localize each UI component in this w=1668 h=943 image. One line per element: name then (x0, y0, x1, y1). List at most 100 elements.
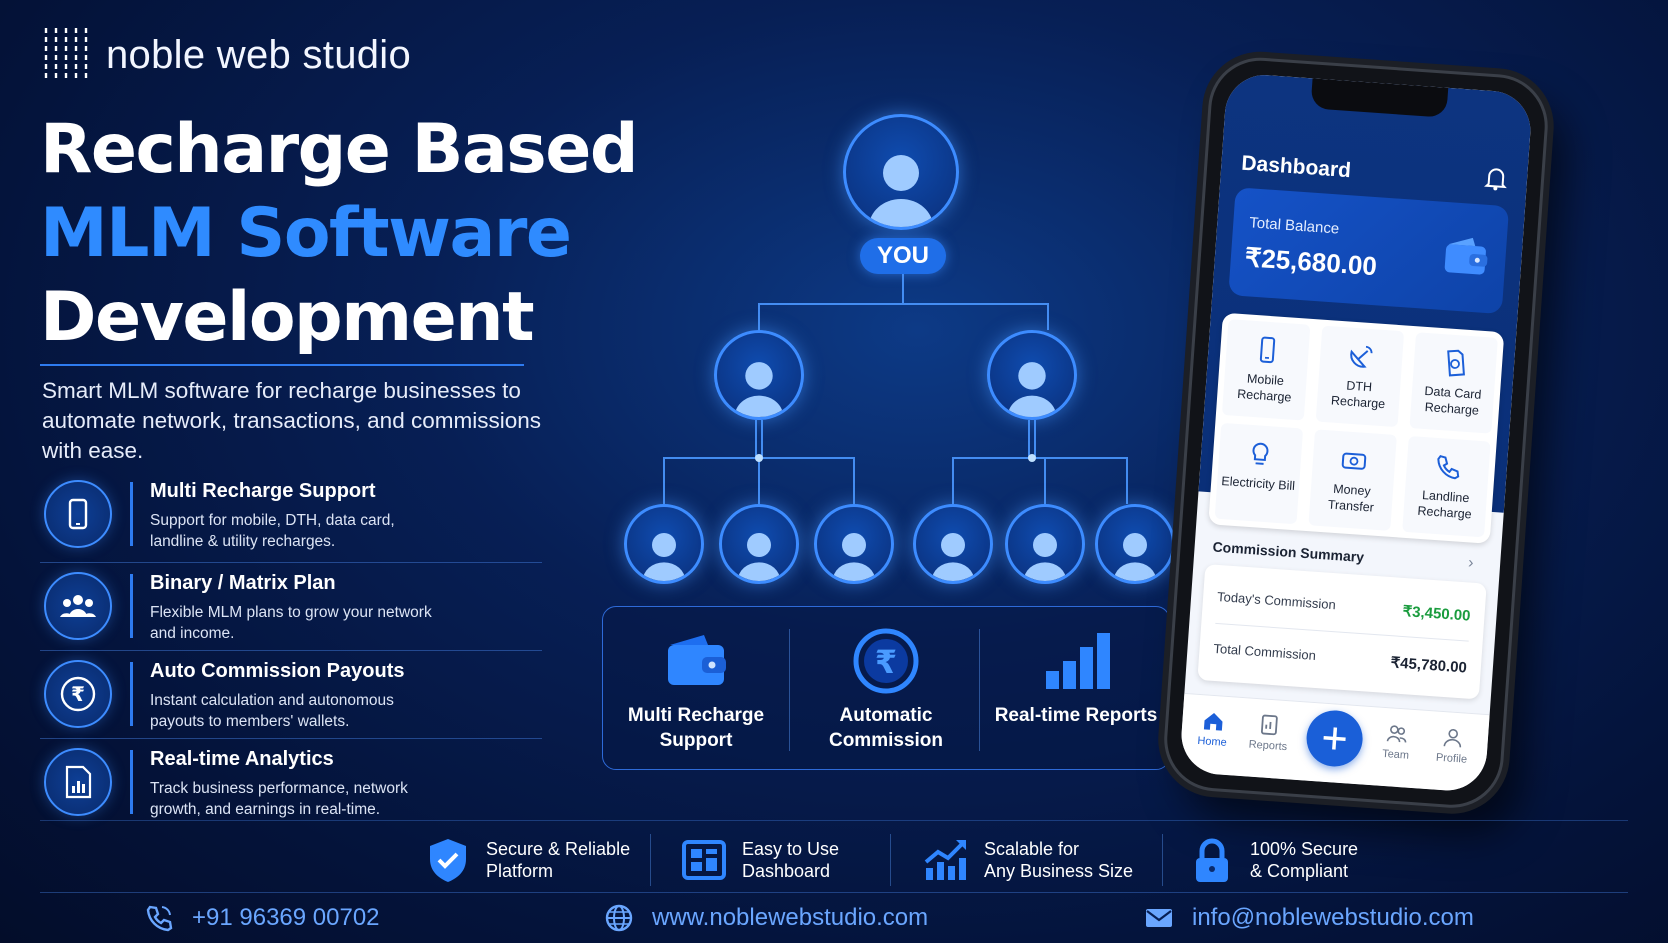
badge-divider (1162, 834, 1163, 886)
service-label: DTH Recharge (1330, 378, 1386, 412)
mail-icon (1146, 909, 1172, 927)
feature-bar (130, 750, 133, 814)
contact-phone[interactable]: +91 96369 00702 (144, 898, 380, 938)
nav-team[interactable]: Team (1370, 721, 1423, 762)
lock-icon (1196, 838, 1228, 882)
badge-line: 100% Secure (1250, 839, 1359, 859)
commission-summary-title[interactable]: Commission Summary (1212, 538, 1365, 566)
feature-desc: Track business performance, network grow… (150, 780, 408, 818)
nav-label: Home (1196, 734, 1228, 749)
mobile-icon (1259, 336, 1276, 364)
headline-line-3: Development (40, 278, 535, 357)
bulb-icon (1252, 442, 1269, 465)
nav-reports[interactable]: Reports (1243, 712, 1296, 753)
balance-card[interactable]: Total Balance ₹25,680.00 (1228, 187, 1510, 315)
brand: noble web studio (42, 26, 411, 84)
feature-desc: Instant calculation and autonomous payou… (150, 692, 394, 730)
service-label: Mobile Recharge (1236, 371, 1292, 405)
badge-divider (890, 834, 891, 886)
intro-text: Smart MLM software for recharge business… (42, 378, 541, 463)
contact-website[interactable]: www.noblewebstudio.com (604, 898, 928, 938)
node-level1-left (714, 330, 804, 420)
badge-line: Secure & Reliable (486, 839, 631, 859)
bell-icon[interactable] (1482, 165, 1510, 193)
contact-email-text: info@noblewebstudio.com (1192, 904, 1474, 931)
center-feature-reports: Real-time Reports (983, 607, 1169, 771)
feature-binary-matrix: Binary / Matrix Plan Flexible MLM plans … (44, 570, 544, 642)
feature-bar (130, 482, 133, 546)
center-feature-multi-recharge: Multi Recharge Support (603, 607, 789, 771)
feature-title: Multi Recharge Support (150, 480, 376, 502)
people-icon (44, 572, 112, 640)
home-icon (1203, 713, 1223, 731)
nav-profile[interactable]: Profile (1426, 725, 1479, 766)
node-level2 (624, 504, 704, 584)
feature-analytics: Real-time Analytics Track business perfo… (44, 746, 544, 818)
plus-icon (1323, 727, 1346, 750)
badge-divider (650, 834, 651, 886)
commission-value: ₹45,780.00 (1390, 654, 1468, 677)
feature-title: Real-time Analytics (150, 748, 334, 770)
service-label: Landline Recharge (1417, 488, 1473, 522)
contact-phone-text: +91 96369 00702 (192, 904, 380, 931)
feature-title: Auto Commission Payouts (150, 660, 405, 682)
phone-body: Dashboard Total Balance ₹25,680.00 Mo (1160, 54, 1552, 812)
service-landline-recharge[interactable]: Landline Recharge (1402, 435, 1491, 538)
report-icon (44, 748, 112, 816)
service-mobile-recharge[interactable]: Mobile Recharge (1221, 319, 1311, 421)
commission-label: Total Commission (1213, 640, 1317, 663)
nav-label: Reports (1248, 738, 1288, 754)
dashboard-icon (682, 840, 726, 880)
wallet-icon (668, 635, 726, 685)
contact-website-text: www.noblewebstudio.com (652, 904, 929, 931)
feature-auto-commission: ₹ Auto Commission Payouts Instant calcul… (44, 658, 544, 730)
service-label: Data Card Recharge (1424, 383, 1482, 418)
feature-bar (130, 662, 133, 726)
badge-secure-compliant: 100% Secure& Compliant (1188, 830, 1358, 890)
service-label: Money Transfer (1327, 481, 1375, 515)
node-level2 (719, 504, 799, 584)
phone-icon (44, 480, 112, 548)
commission-divider (1215, 622, 1469, 642)
commission-summary-card: Today's Commission ₹3,450.00 Total Commi… (1197, 564, 1487, 700)
services-grid: Mobile Recharge DTH Recharge Data Card R… (1208, 312, 1505, 544)
wallet-icon (1444, 237, 1488, 275)
headline-line-1: Recharge Based (40, 110, 639, 189)
service-dth-recharge[interactable]: DTH Recharge (1315, 325, 1405, 428)
team-icon (1386, 725, 1407, 743)
service-money-transfer[interactable]: Money Transfer (1308, 429, 1397, 531)
badge-line: Dashboard (742, 861, 831, 881)
nav-home[interactable]: Home (1187, 708, 1240, 749)
contact-email[interactable]: info@noblewebstudio.com (1144, 898, 1474, 938)
network-tree: YOU (600, 104, 1190, 594)
badge-line: Platform (486, 861, 554, 881)
growth-icon (924, 840, 966, 880)
tree-connectors (663, 274, 1128, 504)
reports-icon (1261, 714, 1278, 736)
phone-call-icon (146, 905, 173, 932)
rupee-icon: ₹ (44, 660, 112, 728)
feature-multi-recharge: Multi Recharge Support Support for mobil… (44, 478, 544, 550)
balance-value: ₹25,680.00 (1243, 242, 1378, 282)
badge-line: Easy to Use (742, 839, 840, 859)
chevron-right-icon[interactable]: › (1467, 554, 1475, 572)
add-button[interactable] (1304, 708, 1365, 769)
badge-text: 100% Secure& Compliant (1250, 838, 1358, 882)
balance-label: Total Balance (1248, 214, 1340, 238)
money-icon (1341, 452, 1367, 470)
contact-divider (40, 892, 1628, 893)
service-electricity-bill[interactable]: Electricity Bill (1214, 422, 1304, 525)
badge-line: Any Business Size (984, 861, 1134, 881)
bottom-nav: Home Reports Team Profile (1178, 692, 1490, 794)
service-data-card-recharge[interactable]: Data Card Recharge (1409, 332, 1498, 434)
center-feature-divider (789, 629, 790, 751)
node-level2 (913, 504, 993, 584)
node-level2 (1095, 504, 1175, 584)
center-feature-commission: ₹ Automatic Commission (793, 607, 979, 771)
phone-mockup: Dashboard Total Balance ₹25,680.00 Mo (1159, 54, 1631, 841)
feature-divider (40, 562, 542, 563)
